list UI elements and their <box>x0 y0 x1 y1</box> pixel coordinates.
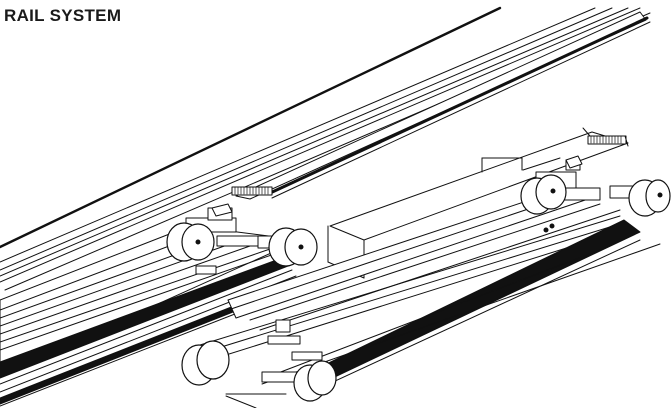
diagram-title: RAIL SYSTEM <box>4 6 122 25</box>
upper-track-channel <box>231 11 651 200</box>
right-roller-wheel-b <box>628 179 671 217</box>
right-roller-wheel-bottom-b <box>293 360 337 402</box>
right-roller-wheel-bottom-a <box>181 340 230 386</box>
left-roller-wheel-b <box>268 227 318 267</box>
ceiling-profile <box>0 6 651 291</box>
lower-edge-lines <box>225 393 287 408</box>
left-rail-body <box>0 225 305 407</box>
center-panel-box <box>327 127 629 279</box>
left-roller-wheel-a <box>166 222 215 262</box>
right-rail-body <box>199 189 661 389</box>
right-roller-wheel-a <box>520 174 567 215</box>
